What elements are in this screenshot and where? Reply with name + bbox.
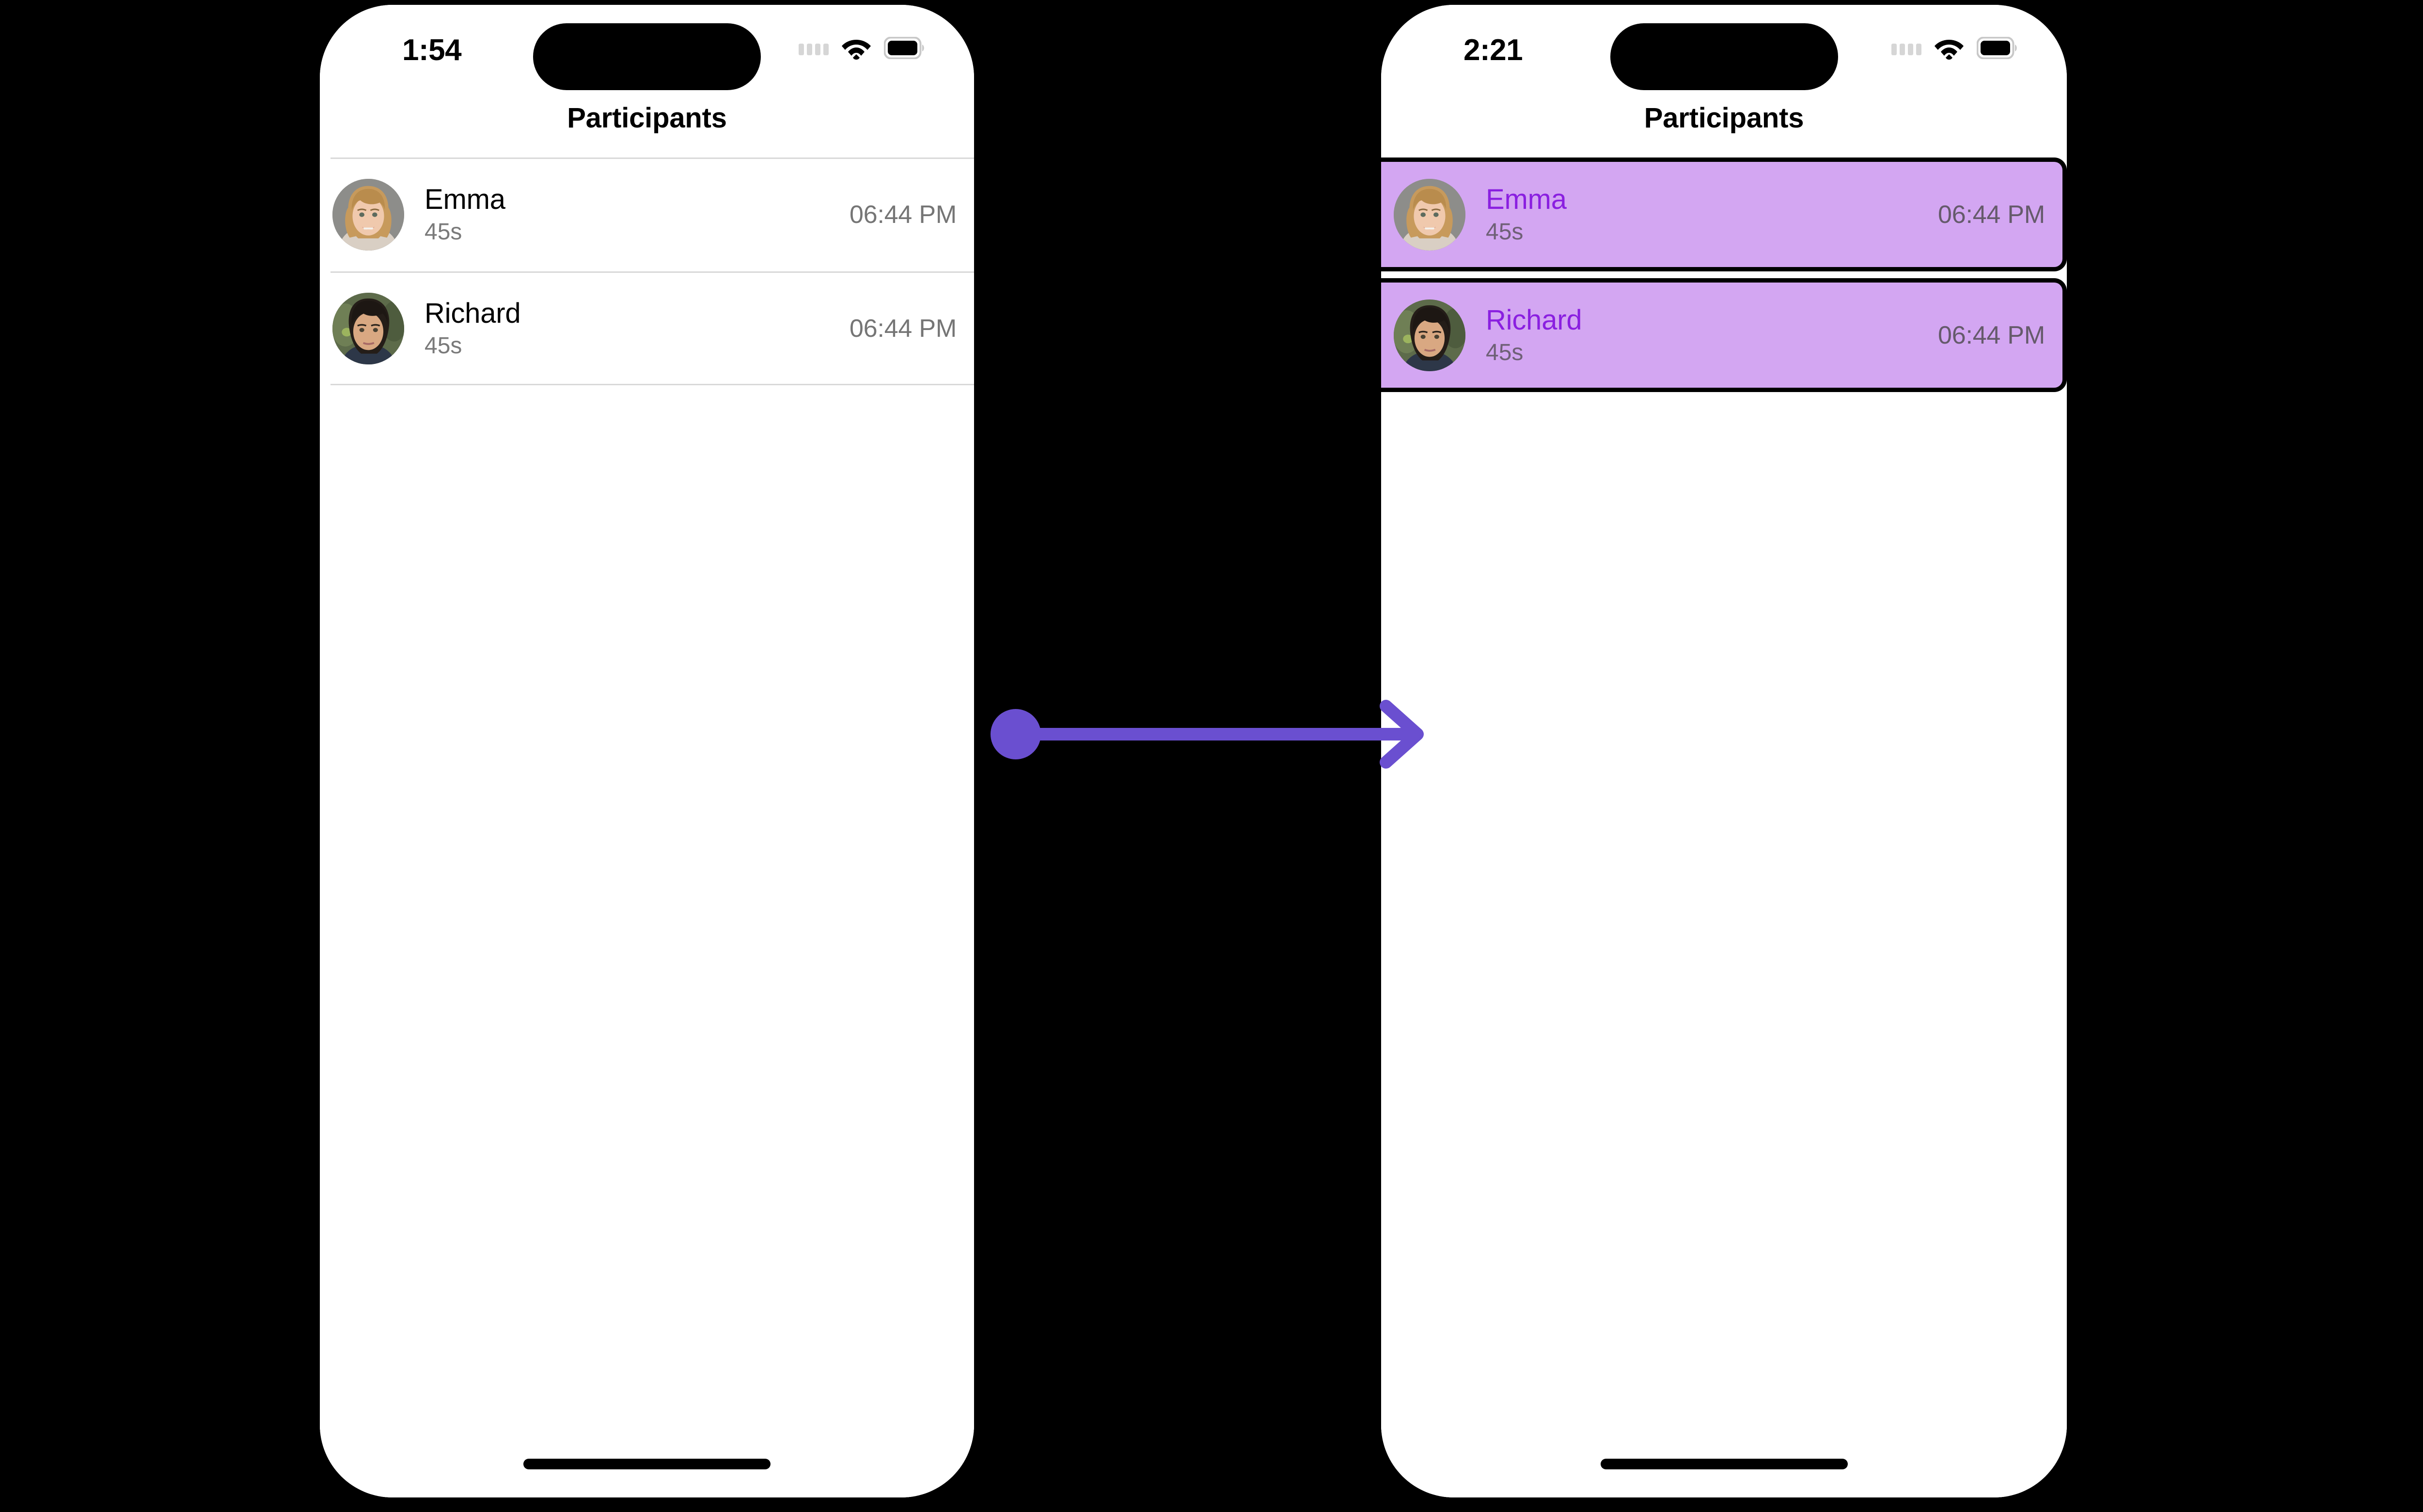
participant-timestamp: 06:44 PM bbox=[1938, 200, 2045, 229]
participant-duration: 45s bbox=[1486, 219, 1524, 245]
signal-dots-icon bbox=[1891, 43, 1921, 55]
battery-full-icon bbox=[1976, 36, 2018, 62]
avatar-emma bbox=[332, 178, 404, 251]
status-bar-clock: 2:21 bbox=[1463, 33, 1523, 67]
participant-duration: 45s bbox=[425, 332, 462, 359]
selected-row-wrapper: Emma 45s 06:44 PM bbox=[1381, 158, 2067, 271]
screen-after: 2:21 bbox=[1381, 5, 2067, 1497]
dynamic-island bbox=[533, 23, 761, 90]
selected-row-wrapper: Richard 45s 06:44 PM bbox=[1381, 278, 2067, 392]
phone-frame-after: 2:21 bbox=[1381, 5, 2067, 1497]
transition-arrow-annotation bbox=[984, 695, 1434, 775]
dynamic-island bbox=[1610, 23, 1838, 90]
row-text-block: Emma 45s bbox=[425, 183, 850, 245]
row-text-block: Emma 45s bbox=[1486, 183, 1938, 245]
wifi-icon bbox=[1934, 38, 1964, 60]
status-bar-indicators bbox=[1891, 34, 2018, 64]
row-separator bbox=[330, 158, 974, 159]
status-bar-before: 1:54 bbox=[320, 5, 974, 102]
participant-duration: 45s bbox=[1486, 339, 1524, 365]
battery-full-icon bbox=[883, 36, 926, 62]
participant-name: Richard bbox=[425, 297, 521, 329]
participant-duration: 45s bbox=[425, 219, 462, 245]
home-indicator[interactable] bbox=[523, 1459, 771, 1469]
signal-dots-icon bbox=[799, 43, 829, 55]
participant-name: Emma bbox=[1486, 183, 1567, 215]
participant-timestamp: 06:44 PM bbox=[1938, 321, 2045, 349]
participants-list-after: Emma 45s 06:44 PM bbox=[1381, 158, 2067, 1497]
table-row-selected[interactable]: Richard 45s 06:44 PM bbox=[1381, 278, 2067, 392]
status-bar-clock: 1:54 bbox=[402, 33, 462, 67]
row-text-block: Richard 45s bbox=[425, 299, 850, 358]
participants-list-before: Emma 45s 06:44 PM bbox=[320, 158, 974, 1497]
row-separator bbox=[330, 271, 974, 273]
wifi-icon bbox=[841, 38, 871, 60]
participant-name: Richard bbox=[1486, 304, 1582, 336]
row-separator bbox=[330, 384, 974, 385]
participant-name: Emma bbox=[425, 183, 505, 215]
table-row[interactable]: Richard 45s 06:44 PM bbox=[320, 271, 974, 385]
avatar-richard bbox=[332, 292, 404, 364]
avatar-emma bbox=[1394, 178, 1465, 251]
screen-before: 1:54 bbox=[320, 5, 974, 1497]
avatar-richard bbox=[1394, 299, 1465, 371]
status-bar-after: 2:21 bbox=[1381, 5, 2067, 102]
page-title: Participants bbox=[1644, 102, 1804, 134]
home-indicator[interactable] bbox=[1600, 1459, 1848, 1469]
page-title: Participants bbox=[567, 102, 727, 134]
participant-timestamp: 06:44 PM bbox=[850, 314, 957, 343]
arrow-start-dot bbox=[991, 709, 1041, 759]
table-row[interactable]: Emma 45s 06:44 PM bbox=[320, 158, 974, 271]
table-row-selected[interactable]: Emma 45s 06:44 PM bbox=[1381, 158, 2067, 271]
status-bar-indicators bbox=[799, 34, 926, 64]
phone-frame-before: 1:54 bbox=[320, 5, 974, 1497]
row-text-block: Richard 45s bbox=[1486, 306, 1938, 364]
row-gap bbox=[1381, 271, 2067, 278]
participant-timestamp: 06:44 PM bbox=[850, 200, 957, 229]
